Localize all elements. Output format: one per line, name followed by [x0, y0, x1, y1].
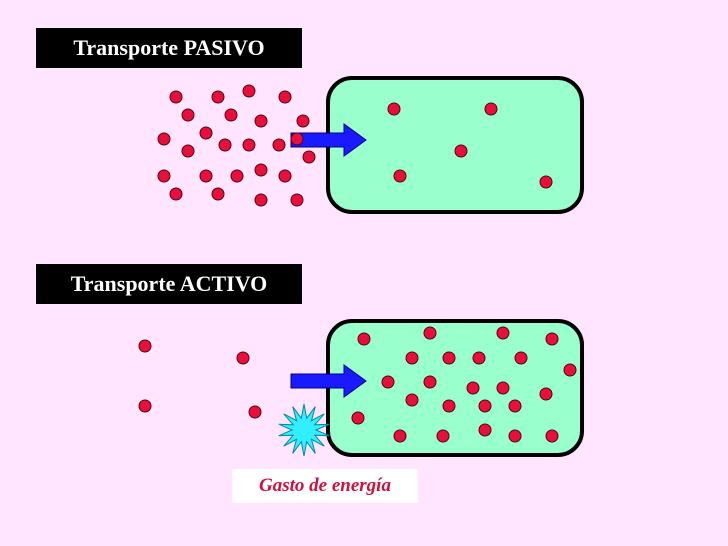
particle: [545, 332, 559, 346]
particle: [539, 387, 553, 401]
particle: [454, 144, 468, 158]
particle: [169, 90, 183, 104]
particle: [211, 90, 225, 104]
particle: [211, 187, 225, 201]
energy-burst-icon: [278, 403, 330, 457]
energy-expense-label: Gasto de energía: [232, 469, 418, 503]
particle: [423, 375, 437, 389]
particle: [472, 351, 486, 365]
particle: [496, 381, 510, 395]
particle: [442, 399, 456, 413]
particle: [496, 326, 510, 340]
title-active-transport: Transporte ACTIVO: [36, 264, 302, 304]
particle: [278, 90, 292, 104]
particle: [539, 175, 553, 189]
particle: [296, 114, 310, 128]
particle: [242, 138, 256, 152]
particle: [242, 84, 256, 98]
particle: [381, 375, 395, 389]
particle: [224, 108, 238, 122]
particle: [138, 399, 152, 413]
particle: [157, 169, 171, 183]
title-passive-transport: Transporte PASIVO: [36, 28, 302, 68]
particle: [230, 169, 244, 183]
particles: [138, 84, 577, 443]
particle: [466, 381, 480, 395]
particle: [248, 405, 262, 419]
particle: [514, 351, 528, 365]
particle: [218, 138, 232, 152]
particle: [181, 144, 195, 158]
particle: [290, 193, 304, 207]
particle: [508, 429, 522, 443]
cell-passive: [326, 76, 584, 214]
particle: [442, 351, 456, 365]
particle: [387, 102, 401, 116]
particle: [436, 429, 450, 443]
particle: [254, 114, 268, 128]
particle: [254, 163, 268, 177]
particle: [351, 411, 365, 425]
particle: [254, 193, 268, 207]
particle: [405, 393, 419, 407]
particle: [302, 150, 316, 164]
particle: [199, 126, 213, 140]
particle: [545, 429, 559, 443]
particle: [393, 169, 407, 183]
particle: [236, 351, 250, 365]
particle: [484, 102, 498, 116]
particle: [423, 326, 437, 340]
particle: [272, 138, 286, 152]
particle: [199, 169, 213, 183]
particle: [508, 399, 522, 413]
particle: [563, 363, 577, 377]
particle: [290, 132, 304, 146]
arrow-right-icon: [290, 123, 367, 157]
particle: [169, 187, 183, 201]
arrow-right-icon: [290, 364, 367, 398]
particle: [357, 332, 371, 346]
particle: [478, 399, 492, 413]
particle: [393, 429, 407, 443]
particle: [278, 169, 292, 183]
particle: [181, 108, 195, 122]
particle: [405, 351, 419, 365]
particle: [138, 339, 152, 353]
particle: [478, 423, 492, 437]
particle: [157, 132, 171, 146]
